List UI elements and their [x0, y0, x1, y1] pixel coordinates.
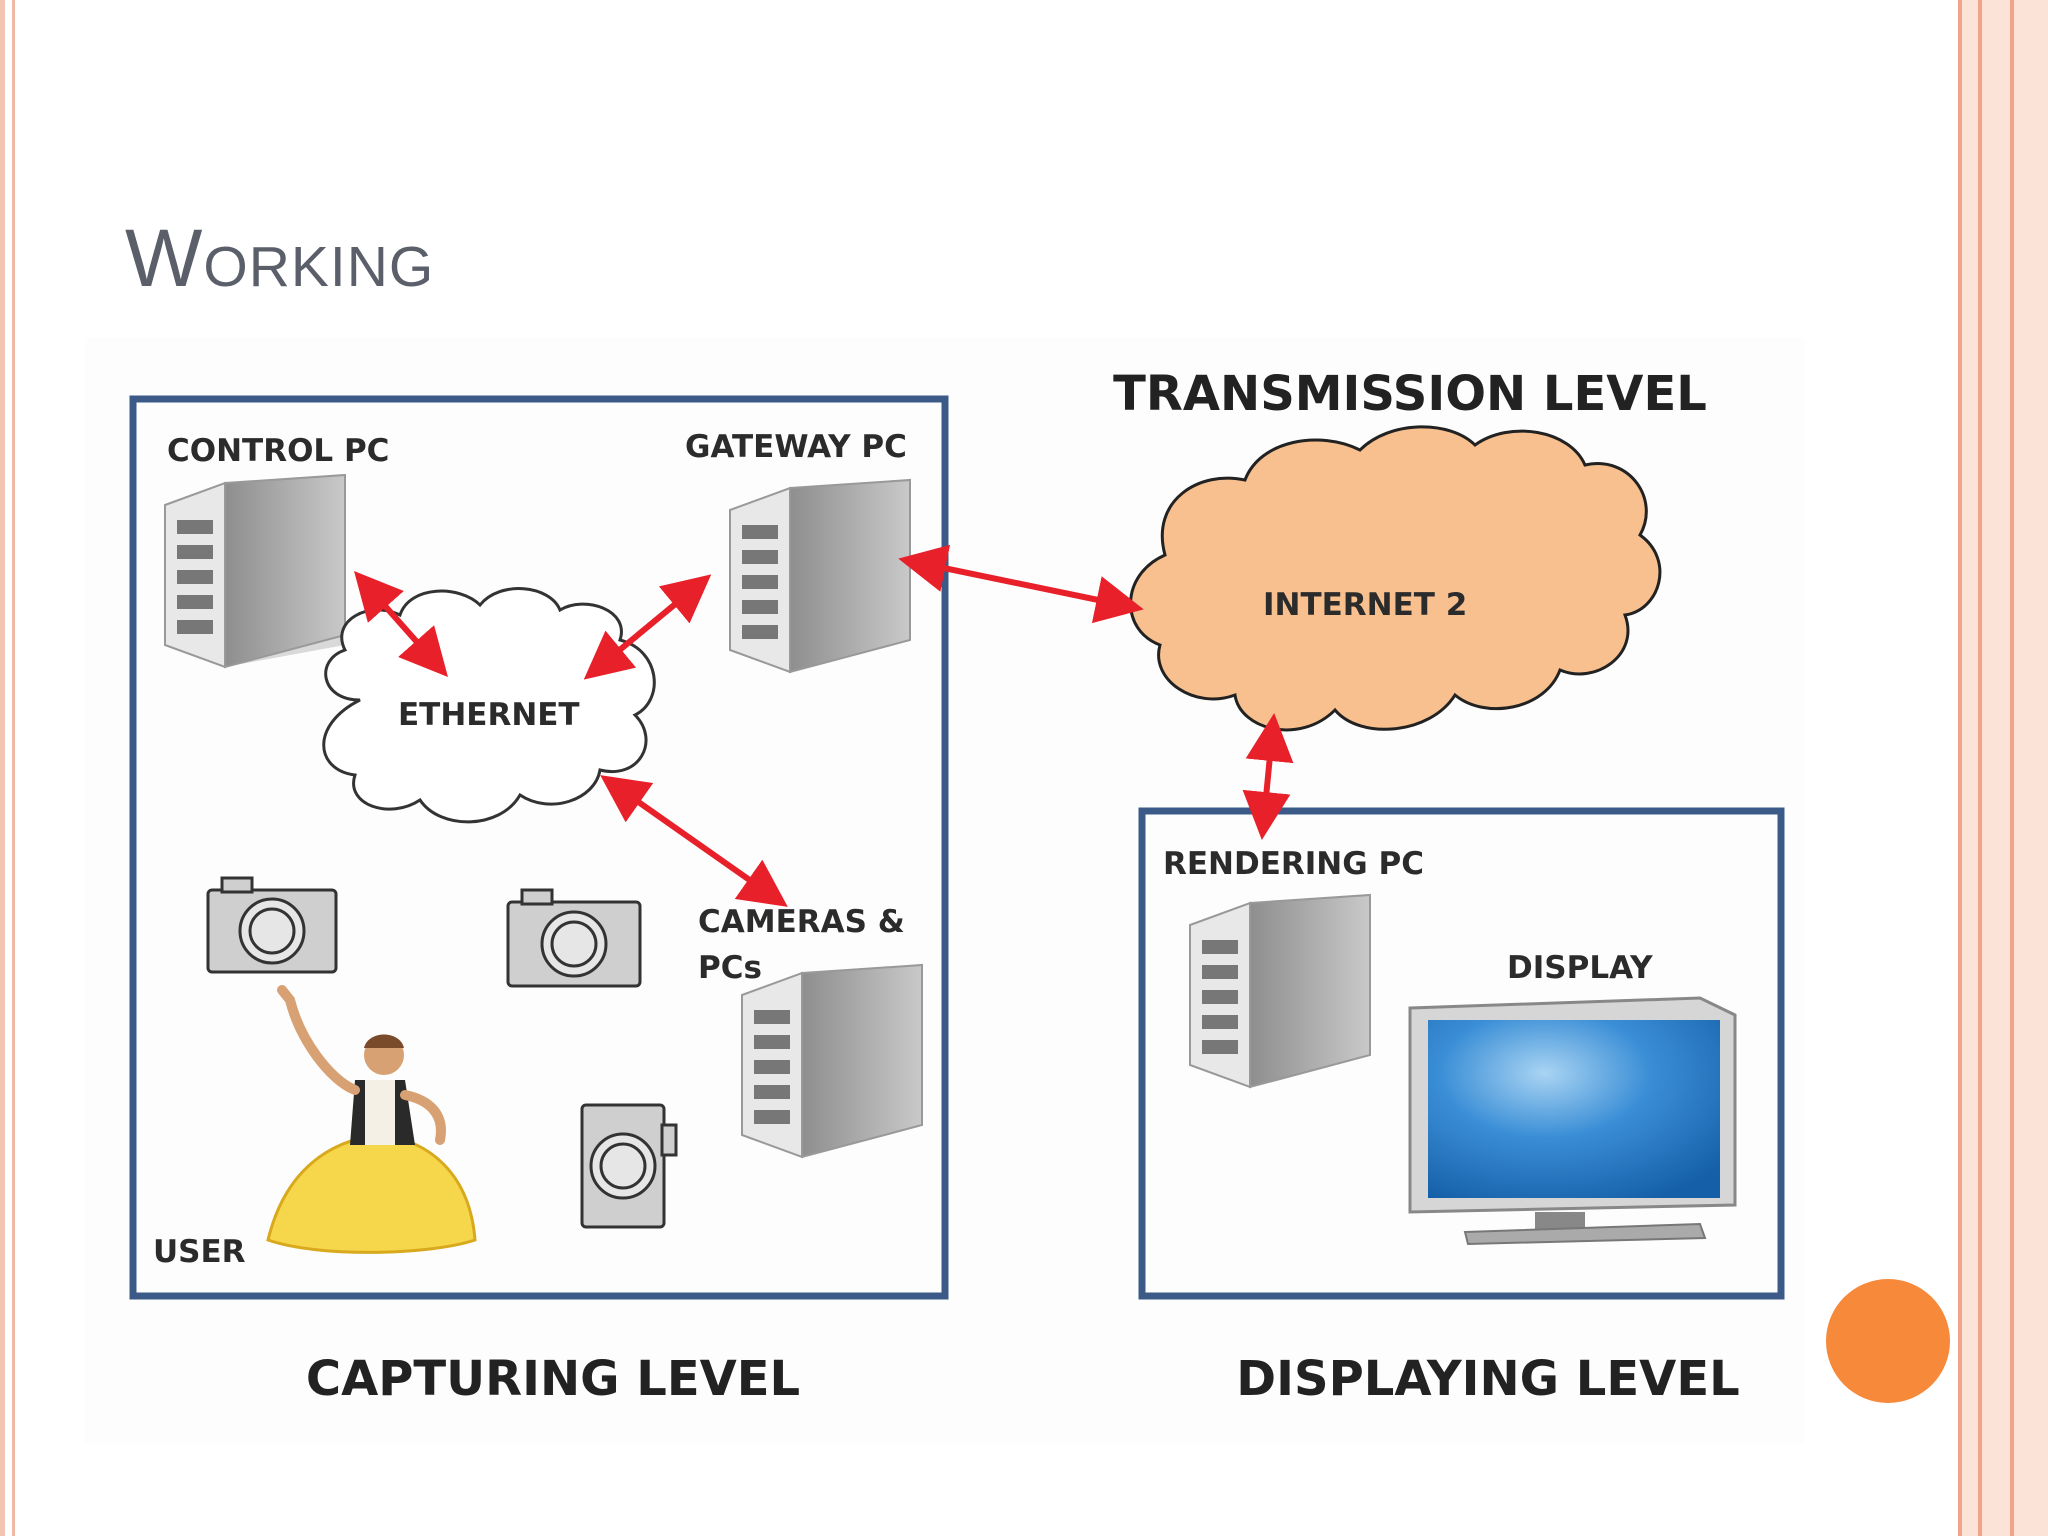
control-pc-label: CONTROL PC [167, 433, 389, 469]
arrow-ethernet-cameras [600, 775, 788, 907]
ethernet-label: ETHERNET [398, 697, 580, 733]
user-label: USER [153, 1234, 246, 1270]
arrow-control-ethernet [354, 571, 448, 677]
displaying-level-label: DISPLAYING LEVEL [1236, 1351, 1739, 1407]
cameras-pcs-label-line1: CAMERAS & [698, 904, 905, 940]
arrow-gateway-ethernet [583, 574, 712, 680]
rendering-pc-label: RENDERING PC [1163, 846, 1424, 882]
slide-border-left-inner [12, 0, 15, 1536]
slide-title: Working [125, 213, 435, 304]
transmission-level-label: TRANSMISSION LEVEL [1113, 366, 1707, 422]
gateway-pc-server-icon [729, 478, 911, 674]
gateway-pc-label: GATEWAY PC [685, 429, 907, 465]
camera-icon-1 [206, 876, 338, 974]
accent-circle [1826, 1279, 1950, 1403]
slide-border-right [1958, 0, 2048, 1536]
rendering-pc-server-icon [1189, 893, 1371, 1089]
slide-border-right-line2 [2010, 0, 2014, 1536]
display-label: DISPLAY [1507, 950, 1653, 986]
capturing-level-box [129, 395, 949, 1300]
camera-icon-2 [506, 888, 642, 988]
cameras-pcs-label-line2: PCs [698, 950, 762, 986]
camera-icon-3 [580, 1103, 678, 1229]
arrow-gateway-internet [898, 544, 1144, 624]
user-dancer-icon [266, 985, 477, 1254]
internet2-label: INTERNET 2 [1263, 587, 1467, 623]
internet2-cloud-icon [1129, 425, 1662, 732]
control-pc-server-icon [164, 473, 346, 669]
displaying-level-box [1138, 807, 1785, 1300]
capturing-level-label: CAPTURING LEVEL [306, 1351, 800, 1407]
arrow-internet-rendering [1242, 713, 1294, 840]
slide-border-left [0, 0, 5, 1536]
slide-border-right-line1 [1978, 0, 1982, 1536]
cameras-pcs-server-icon [741, 963, 923, 1159]
display-monitor-icon [1408, 996, 1737, 1246]
